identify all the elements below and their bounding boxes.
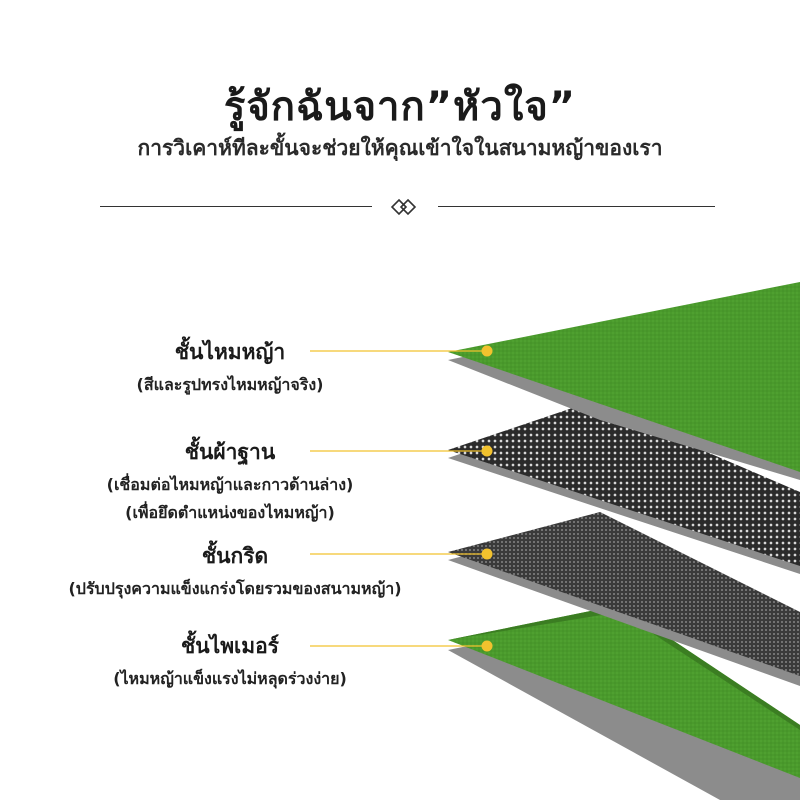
layer-desc: (เชื่อมต่อไหมหญ้าและกาวด้านล่าง)	[106, 475, 354, 494]
layer-desc: (ปรับปรุงความแข็งแกร่งโดยรวมของสนามหญ้า)	[68, 579, 402, 598]
page-title: รู้จักฉันจาก”หัวใจ”	[223, 84, 577, 130]
layer-label-primer: ชั้นไพเมอร์ (ไหมหญ้าแข็งแรงไม่หลุดร่วงง่…	[80, 630, 380, 693]
layer-title: ชั้นไหมหญ้า	[174, 340, 286, 364]
layer-desc: (เพื่อยึดตำแหน่งของไหมหญ้า)	[125, 503, 335, 522]
base-fabric-layer	[448, 402, 800, 574]
page-subtitle: การวิเคาห์ทีละขั้นจะช่วยให้คุณเข้าใจในสน…	[137, 136, 663, 160]
primer-layer	[448, 605, 800, 800]
grid-layer	[448, 512, 800, 686]
leader-lines	[310, 345, 493, 652]
layer-label-fabric: ชั้นผ้าฐาน (เชื่อมต่อไหมหญ้าและกาวด้านล่…	[80, 436, 380, 527]
divider-left	[100, 206, 372, 207]
layer-title: ชั้นกริด	[201, 544, 269, 568]
divider-right	[438, 206, 715, 207]
layer-desc: (ไหมหญ้าแข็งแรงไม่หลุดร่วงง่าย)	[113, 669, 347, 688]
layer-label-grid: ชั้นกริด (ปรับปรุงความแข็งแกร่งโดยรวมของ…	[40, 540, 430, 603]
layer-title: ชั้นไพเมอร์	[181, 634, 279, 658]
layer-desc: (สีและรูปทรงไหมหญ้าจริง)	[136, 375, 324, 394]
layer-label-turf: ชั้นไหมหญ้า (สีและรูปทรงไหมหญ้าจริง)	[100, 336, 360, 399]
diamond-ornament-icon	[390, 198, 417, 216]
turf-fiber-layer	[448, 282, 800, 480]
layer-title: ชั้นผ้าฐาน	[184, 440, 276, 464]
